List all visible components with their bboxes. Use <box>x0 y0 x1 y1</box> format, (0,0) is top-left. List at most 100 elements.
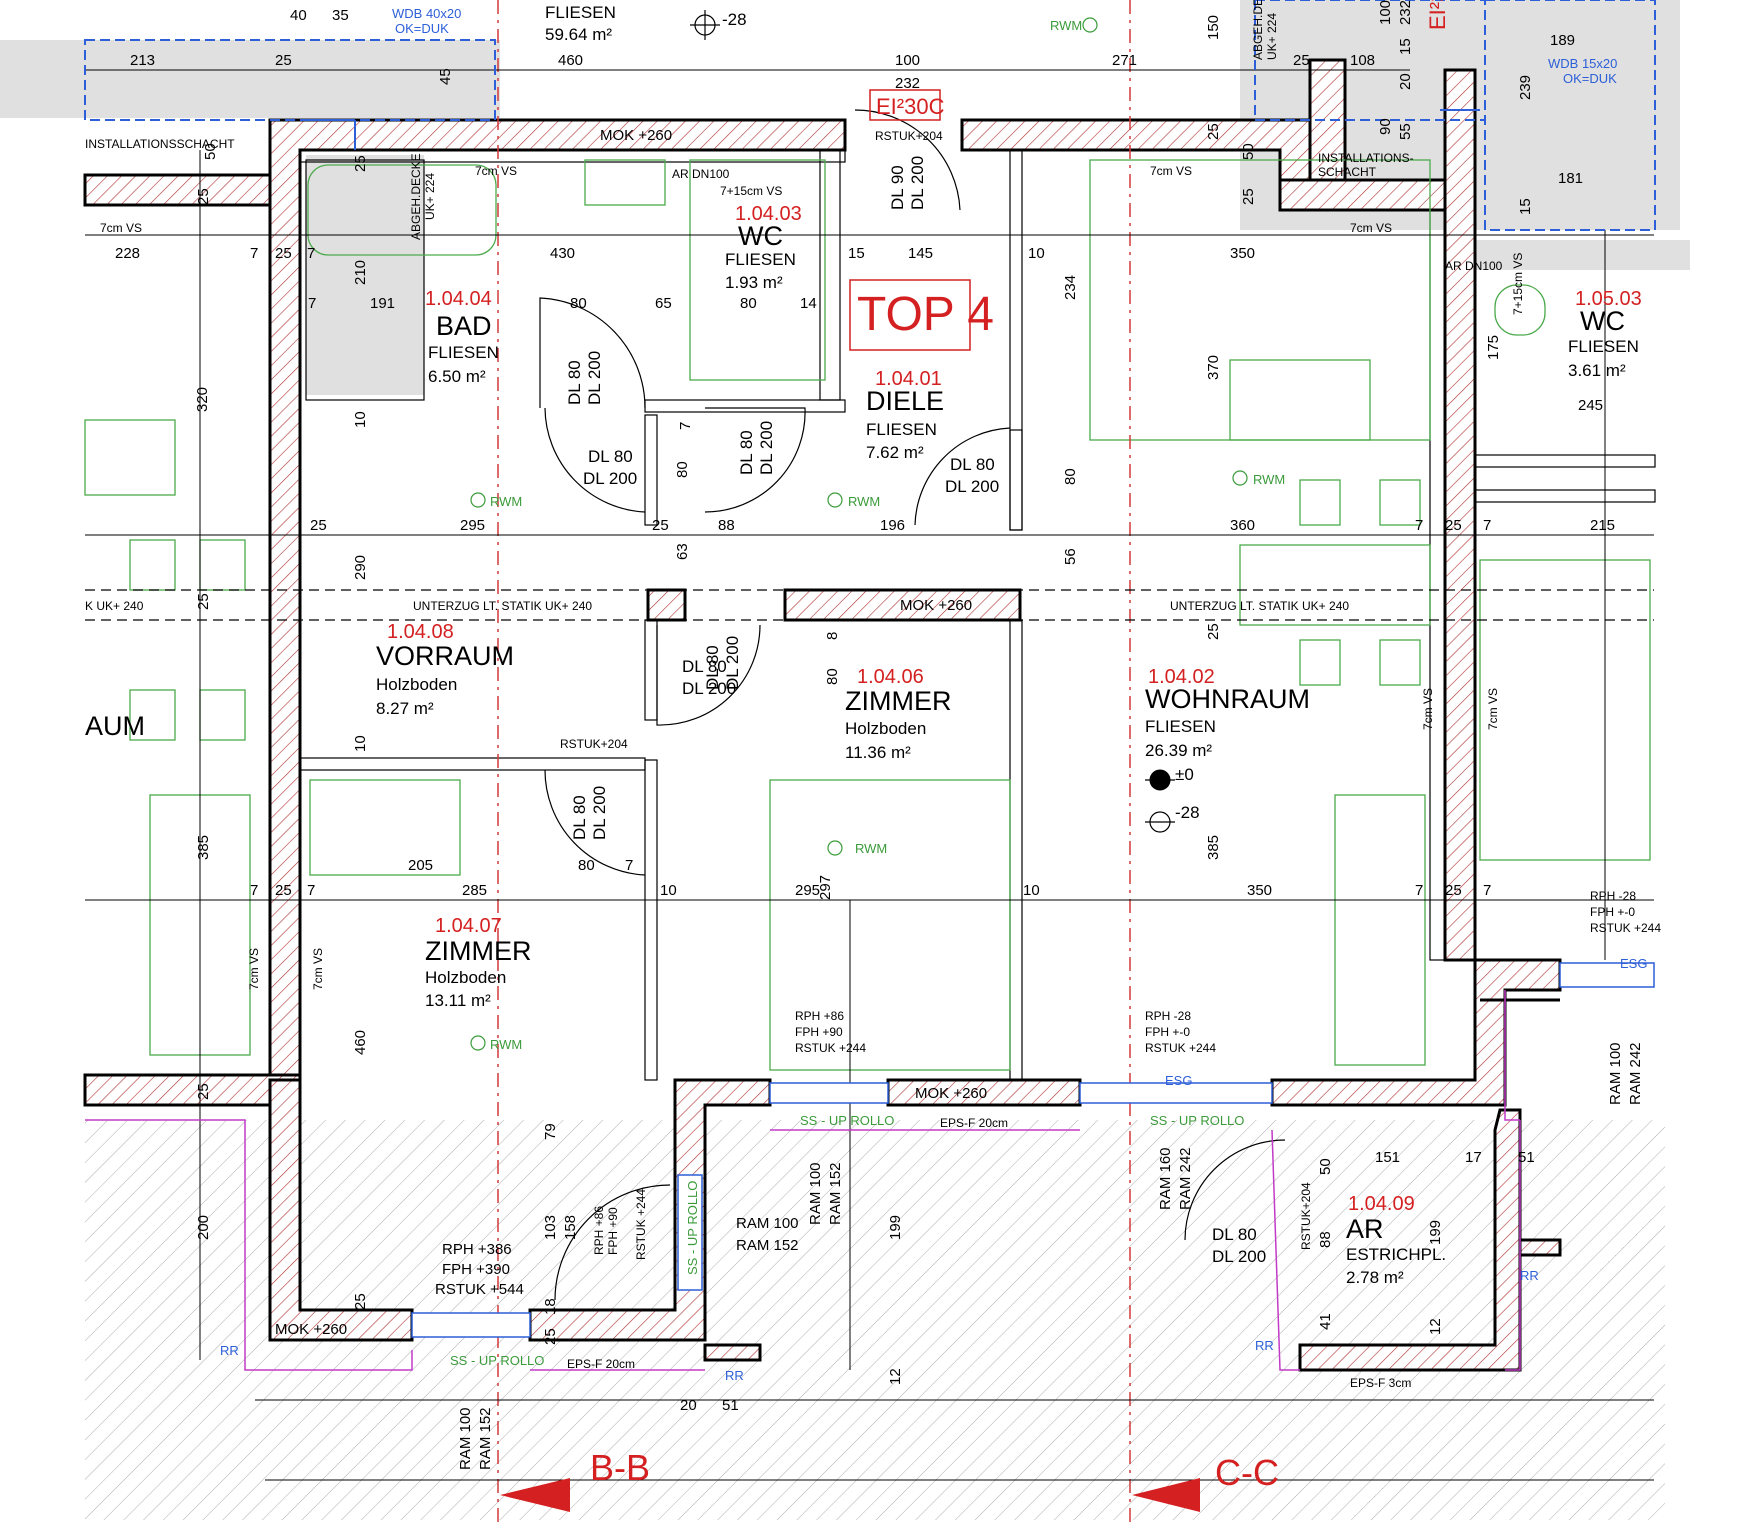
dim: 7 <box>677 422 694 430</box>
note-vs: 7cm VS <box>1350 221 1392 235</box>
dim: 25 <box>275 882 292 899</box>
dim: 295 <box>460 517 485 534</box>
note-ram: RAM 152 <box>827 1162 844 1225</box>
dim: 189 <box>1550 32 1575 49</box>
note-vs: 7cm VS <box>311 948 325 990</box>
top-fliesen-area: 59.64 m² <box>545 25 612 44</box>
dim: 196 <box>880 517 905 534</box>
room-area: 13.11 m² <box>425 991 491 1010</box>
note-rr: RR <box>1255 1338 1274 1353</box>
door-label: DL 200 <box>908 156 927 210</box>
dim: 41 <box>1317 1313 1334 1330</box>
room-name: DIELE <box>866 386 944 416</box>
dim: 25 <box>195 188 212 205</box>
room-number: 1.04.02 <box>1148 666 1215 688</box>
room-floor: FLIESEN <box>428 343 499 362</box>
note-rollo: SS - UP ROLLO <box>1150 1113 1244 1128</box>
dim: 205 <box>408 857 433 874</box>
door-label: DL 200 <box>945 477 999 496</box>
dim: 210 <box>352 260 369 285</box>
note-rph: RPH -28 <box>1145 1009 1191 1023</box>
dim: 151 <box>1375 1149 1400 1166</box>
level-markers <box>690 10 1175 833</box>
note-okduk: OK=DUK <box>1563 71 1617 86</box>
note-unterzug: UNTERZUG LT. STATIK UK+ 240 <box>1170 599 1349 613</box>
dim: 297 <box>817 875 834 900</box>
dim: 320 <box>194 387 211 412</box>
note-installationsschacht: INSTALLATIONSSCHACHT <box>85 137 235 151</box>
door-label: DL 200 <box>583 469 637 488</box>
room-name: VORRAUM <box>376 641 514 671</box>
note-rph: RPH +86 <box>795 1009 844 1023</box>
door-label: DL 80 <box>682 657 727 676</box>
dim: 25 <box>1445 882 1462 899</box>
fire-label-2: EI²30 <box>1425 0 1450 30</box>
dim: 50 <box>1317 1158 1334 1175</box>
room-area: 1.93 m² <box>725 273 783 292</box>
note-mok: MOK +260 <box>915 1085 987 1102</box>
dim: 10 <box>352 411 369 428</box>
note-eps3: EPS-F 3cm <box>1350 1376 1411 1390</box>
dim: 234 <box>1062 275 1079 300</box>
dim: 20 <box>680 1397 697 1414</box>
dim: 25 <box>1293 52 1310 69</box>
dim: 385 <box>1205 835 1222 860</box>
note-eps: EPS-F 20cm <box>567 1357 635 1371</box>
note-vs: 7cm VS <box>247 948 261 990</box>
dim: 370 <box>1205 355 1222 380</box>
note-wdb: WDB 40x20 <box>392 6 461 21</box>
dim: 7 <box>250 245 258 262</box>
note-mok: MOK +260 <box>600 127 672 144</box>
dim: 45 <box>437 68 454 85</box>
dim: 460 <box>558 52 583 69</box>
door-label: DL 80 <box>565 360 584 405</box>
note-fph: FPH +-0 <box>1145 1025 1190 1039</box>
note-vs715: 7+15cm VS <box>1511 253 1525 315</box>
dim: 228 <box>115 245 140 262</box>
note-ram: RAM 100 <box>457 1407 474 1470</box>
dim: 7 <box>1415 517 1423 534</box>
note-rstuk: RSTUK+204 <box>560 737 628 751</box>
note-rph: RPH -28 <box>1590 889 1636 903</box>
dim: 360 <box>1230 517 1255 534</box>
room-floor: FLIESEN <box>866 420 937 439</box>
room-number: 1.04.08 <box>387 621 454 643</box>
room-bad: 1.04.04 BAD FLIESEN 6.50 m² <box>425 288 499 386</box>
dim: 50 <box>202 143 219 160</box>
room-area: 2.78 m² <box>1346 1268 1404 1287</box>
note-vs: 7cm VS <box>475 164 517 178</box>
room-wc: 1.04.03 WC FLIESEN 1.93 m² <box>725 203 802 292</box>
note-vs715: 7+15cm VS <box>720 184 782 198</box>
note-rstuk: RSTUK +244 <box>795 1041 866 1055</box>
note-rollo: SS - UP ROLLO <box>800 1113 894 1128</box>
note-esg: ESG <box>1620 956 1647 971</box>
dim: 10 <box>1028 245 1045 262</box>
room-name: AR <box>1346 1214 1384 1244</box>
level-label: ±0 <box>1175 765 1194 784</box>
room-number: 1.04.03 <box>735 203 802 225</box>
dim: 12 <box>887 1368 904 1385</box>
dim: 100 <box>1377 0 1394 25</box>
door-label: DL 200 <box>590 786 609 840</box>
dim: 8 <box>824 632 841 640</box>
note-rr: RR <box>220 1343 239 1358</box>
dim: 215 <box>1590 517 1615 534</box>
rwm-label: RWM <box>1253 472 1285 487</box>
dim: 285 <box>462 882 487 899</box>
door-swings <box>539 109 1286 1301</box>
room-floor: Holzboden <box>845 719 926 738</box>
dim: 200 <box>195 1215 212 1240</box>
room-area: 11.36 m² <box>845 743 911 762</box>
dim: 25 <box>1205 123 1222 140</box>
dim: 232 <box>1397 0 1414 25</box>
room-area: 3.61 m² <box>1568 361 1626 380</box>
dim: 25 <box>310 517 327 534</box>
note-vs: 7cm VS <box>1486 688 1500 730</box>
bad-tub-area <box>306 155 424 395</box>
note-abgeh: ABGEH.DECKE <box>1251 0 1265 60</box>
dimension-labels: 213 25 460 100 232 271 25 108 189 181 40… <box>115 7 1615 1414</box>
section-markers <box>500 1478 1200 1512</box>
room-name: WOHNRAUM <box>1145 684 1310 714</box>
dim: 181 <box>1558 170 1583 187</box>
dim: 199 <box>1427 1220 1444 1245</box>
